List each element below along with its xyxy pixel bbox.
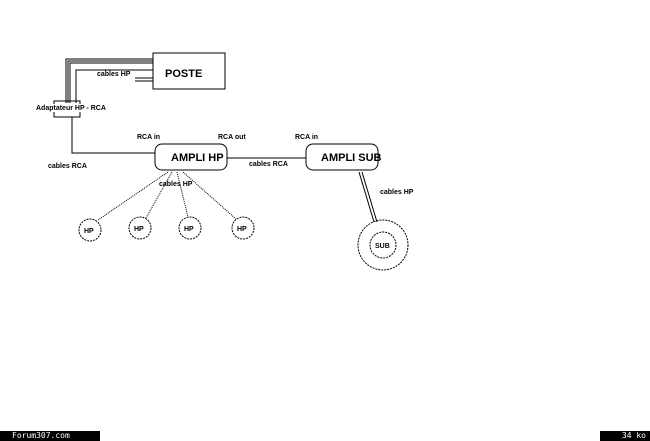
- cables-hp-sub-label: cables HP: [380, 189, 414, 196]
- speaker-label: HP: [184, 226, 194, 233]
- adapter-box: Adaptateur HP - RCA: [36, 100, 106, 118]
- hp-cable-to-sub: [358, 171, 378, 223]
- cables-rca-mid-label: cables RCA: [249, 161, 288, 168]
- rca-out-hp-label: RCA out: [218, 134, 246, 141]
- speaker-label: HP: [84, 228, 94, 235]
- ampli-sub-label: AMPLI SUB: [321, 152, 382, 164]
- cables-hp-label: cables HP: [97, 71, 131, 78]
- sub-label: SUB: [375, 243, 390, 250]
- speaker-label: HP: [134, 226, 144, 233]
- ampli-sub-box: AMPLI SUB: [305, 143, 382, 171]
- ampli-hp-box: AMPLI HP: [154, 143, 228, 171]
- speaker-label: HP: [237, 226, 247, 233]
- hp-cables-to-adapter: [65, 58, 153, 103]
- subwoofer: [357, 219, 409, 271]
- cables-rca-left-label: cables RCA: [48, 163, 87, 170]
- cables-hp-amp-label: cables HP: [159, 181, 193, 188]
- adapter-label: Adaptateur HP - RCA: [36, 105, 106, 112]
- footer-file-size: 34 ko: [600, 431, 650, 441]
- hp-cables-to-speakers: [97, 171, 237, 221]
- poste-label: POSTE: [165, 68, 202, 80]
- speaker-hp: [78, 216, 255, 242]
- rca-in-hp-label: RCA in: [137, 134, 160, 141]
- poste-box: POSTE: [152, 52, 226, 90]
- ampli-hp-label: AMPLI HP: [171, 152, 224, 164]
- rca-cable-left: [71, 117, 155, 154]
- footer-site: Forum307.com: [0, 431, 100, 441]
- rca-in-sub-label: RCA in: [295, 134, 318, 141]
